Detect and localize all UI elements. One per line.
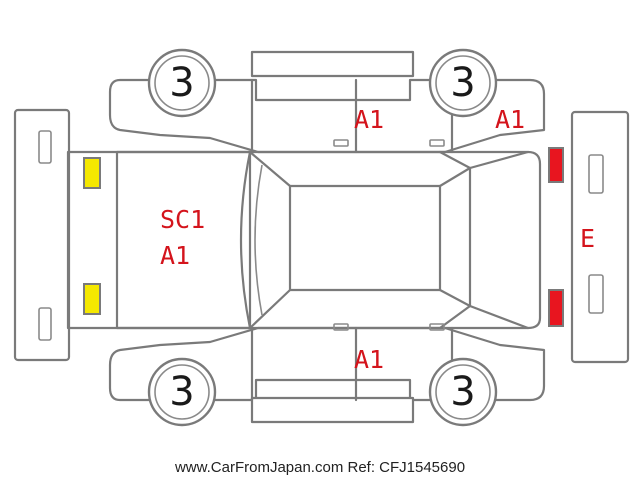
damage-code-hood-2: A1 (160, 241, 190, 270)
taillight-right (548, 289, 564, 327)
damage-code-hood-1: SC1 (160, 205, 205, 234)
rear-bumper (570, 110, 630, 364)
footer-reference: www.CarFromJapan.com Ref: CFJ1545690 (174, 459, 465, 476)
tire-front-right-rating: 3 (169, 369, 194, 415)
tire-rear-right: 3 (428, 357, 498, 427)
headlight-right (83, 283, 101, 315)
tire-front-right: 3 (147, 357, 217, 427)
headlight-left (83, 157, 101, 189)
tire-rear-left-rating: 3 (450, 60, 475, 106)
tire-rear-right-rating: 3 (450, 369, 475, 415)
tire-rear-left: 3 (428, 48, 498, 118)
taillight-left (548, 147, 564, 183)
damage-code-rear-bumper: E (580, 224, 595, 253)
tire-front-left: 3 (147, 48, 217, 118)
tire-front-left-rating: 3 (169, 60, 194, 106)
front-bumper (13, 108, 71, 362)
damage-code-left-rear-door: A1 (354, 105, 384, 134)
damage-code-left-rear-fender: A1 (495, 105, 525, 134)
damage-code-right-rear-door: A1 (354, 345, 384, 374)
left-side-view (108, 50, 546, 154)
car-body-top-view (66, 150, 542, 330)
right-side-view (108, 323, 546, 424)
